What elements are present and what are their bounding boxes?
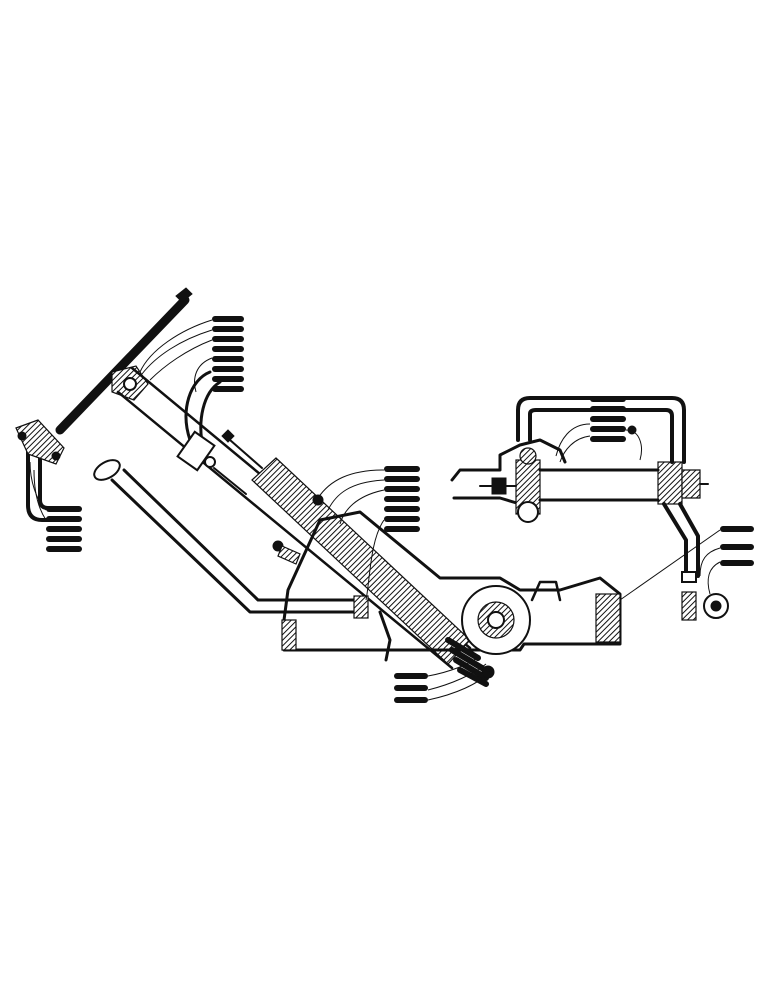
- callout-tag: [212, 316, 244, 322]
- throttle-lever: [176, 370, 235, 472]
- callout-tag: [212, 346, 244, 352]
- callout-tag: [384, 466, 420, 472]
- callout-tag: [590, 426, 626, 432]
- callout-tag: [394, 697, 428, 703]
- callout-tag: [384, 516, 420, 522]
- callout-tag: [720, 560, 754, 566]
- callout-tag: [590, 396, 626, 402]
- control-rod: [93, 459, 392, 662]
- callout-tag: [212, 336, 244, 342]
- inset-yoke-callouts: [555, 396, 642, 463]
- base-lower-callouts: [394, 655, 491, 703]
- callout-tag: [384, 526, 420, 532]
- callout-tag: [384, 496, 420, 502]
- callout-tag: [212, 376, 244, 382]
- callout-tag: [720, 526, 754, 532]
- gear-housing: [272, 494, 622, 655]
- callout-tag: [212, 356, 244, 362]
- steering-column: [116, 366, 472, 670]
- callout-tag: [46, 546, 82, 552]
- callout-tag: [46, 526, 82, 532]
- callout-tag: [590, 436, 626, 442]
- callout-tag: [384, 486, 420, 492]
- callout-tag: [590, 416, 626, 422]
- left-bracket: [15, 419, 65, 522]
- callout-tag: [384, 506, 420, 512]
- steering-wheel-callouts: [139, 316, 244, 393]
- callout-tag: [384, 476, 420, 482]
- steering-wheel-rim: [55, 287, 193, 435]
- callout-tag: [720, 544, 754, 550]
- yoke-inset: [450, 396, 709, 523]
- callout-tag: [46, 536, 82, 542]
- column-middle-callouts: [317, 466, 420, 601]
- callout-tag: [212, 326, 244, 332]
- right-link: [662, 502, 729, 621]
- callout-tag: [590, 406, 626, 412]
- callout-tag: [394, 673, 428, 679]
- callout-tag: [394, 685, 428, 691]
- callout-tag: [212, 366, 244, 372]
- left-bracket-callouts: [29, 461, 82, 552]
- callout-tag: [46, 506, 82, 512]
- right-link-callouts: [619, 526, 754, 601]
- lower-spring-boot: [445, 637, 495, 687]
- steering-hub: [111, 365, 149, 401]
- callout-tag: [46, 516, 82, 522]
- callout-tag: [212, 386, 244, 392]
